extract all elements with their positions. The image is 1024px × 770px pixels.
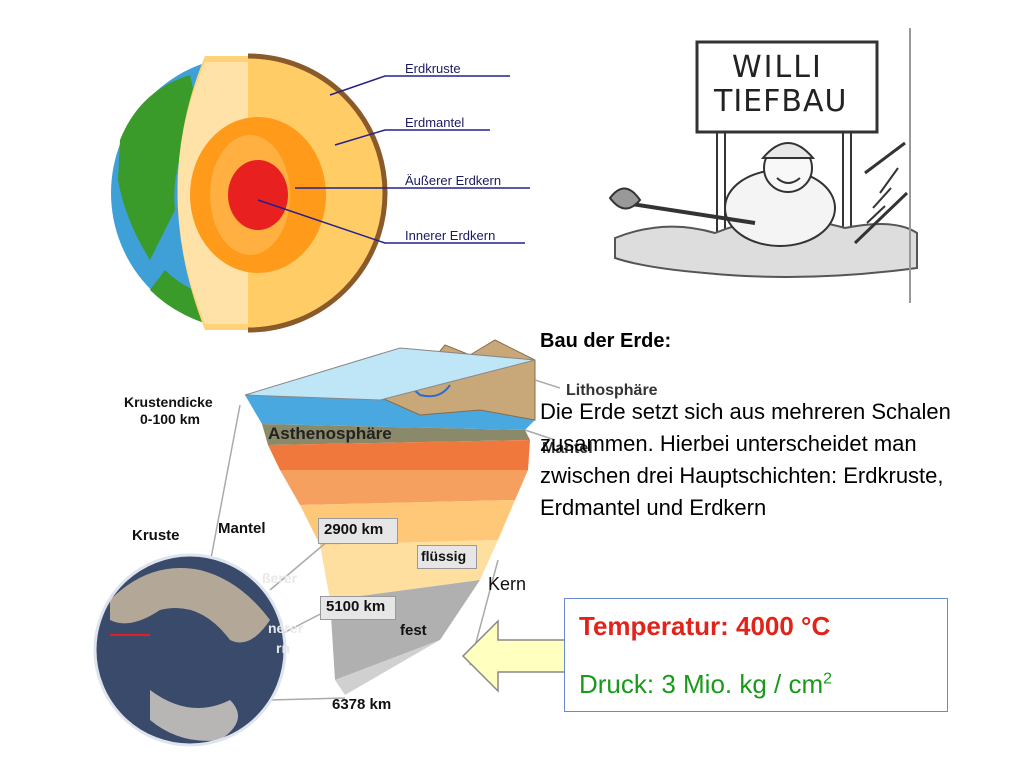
earth-layer-wedge-diagram (93, 339, 560, 747)
earth-cross-section-diagram (111, 53, 530, 333)
depth-chip-fluessig (417, 545, 477, 569)
pressure-text: Druck: 3 Mio. kg / cm2 (579, 669, 832, 700)
label-krustendicke-range: 0-100 km (140, 411, 200, 427)
label-kern: Kern (488, 574, 527, 594)
label-mantel: Mantel (218, 520, 266, 537)
label-depth-2900: 2900 km (324, 521, 384, 538)
pointer-arrow (461, 619, 567, 693)
sign-text-line2: TIEFBAU (714, 84, 848, 119)
label-kruste: Kruste (132, 527, 180, 544)
body-paragraph: Die Erde setzt sich aus mehreren Schalen… (540, 399, 951, 520)
depth-chip-2900 (318, 518, 398, 544)
label-erdmantel: Erdmantel (405, 115, 465, 130)
label-kern-partial: rn (276, 640, 290, 656)
label-fluessig: flüssig (421, 548, 467, 564)
label-erdkruste: Erdkruste (405, 61, 461, 76)
pressure-value: Druck: 3 Mio. kg / cm (579, 669, 824, 699)
label-mantel-right: Mantel (542, 440, 593, 457)
depth-chip-5100 (320, 596, 396, 620)
core-info-box: Temperatur: 4000 °C Druck: 3 Mio. kg / c… (564, 598, 948, 712)
section-heading: Bau der Erde: (540, 330, 672, 352)
label-krustendicke: Krustendicke (124, 394, 213, 410)
label-aeusserer-erdkern: Äußerer Erdkern (405, 173, 502, 188)
sign-text-line1: WILLI (732, 50, 823, 85)
label-lithosphaere: Lithosphäre (566, 382, 658, 399)
label-innerer-erdkern: Innerer Erdkern (405, 228, 496, 243)
willi-tiefbau-cartoon (608, 28, 918, 303)
label-depth-5100: 5100 km (326, 598, 386, 615)
label-depth-6378: 6378 km (332, 696, 392, 713)
label-aeusserer-partial: ßerer (262, 570, 298, 586)
temperature-text: Temperatur: 4000 °C (579, 611, 831, 641)
pressure-superscript: 2 (823, 670, 833, 688)
label-asthenosphaere: Asthenosphäre (268, 424, 392, 443)
label-innerer-partial: nerer (268, 620, 304, 636)
label-fest: fest (400, 622, 427, 639)
